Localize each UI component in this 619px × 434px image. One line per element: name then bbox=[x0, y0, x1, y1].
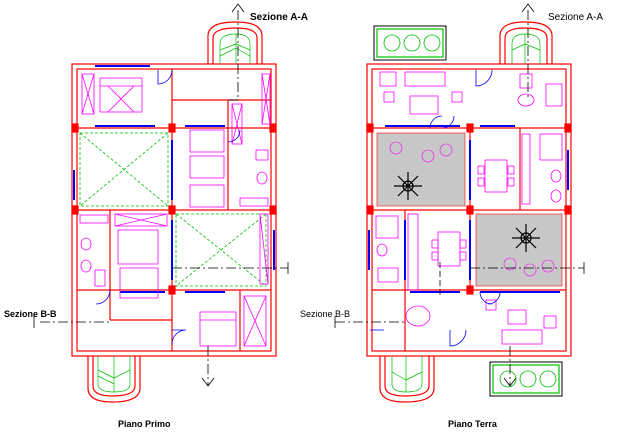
first-floor-stairs bbox=[97, 33, 251, 393]
first-floor-voids bbox=[79, 132, 267, 287]
first-floor-furniture bbox=[79, 73, 271, 347]
first-floor-doors bbox=[95, 69, 241, 345]
section-lines-first-floor bbox=[33, 3, 289, 387]
section-bb-label-right: Sezione B-B bbox=[300, 309, 350, 319]
section-bb-label-left: Sezione B-B bbox=[4, 309, 57, 319]
first-floor-walls bbox=[71, 21, 277, 403]
section-aa-label-right: Sezione A-A bbox=[548, 12, 603, 23]
garden-planters bbox=[373, 25, 563, 397]
ground-floor-furniture bbox=[375, 71, 563, 345]
ground-floor-walls bbox=[366, 21, 572, 403]
ground-floor-stairs bbox=[391, 33, 541, 393]
ground-floor-windows bbox=[368, 125, 569, 293]
courtyard-plants bbox=[389, 141, 555, 277]
ground-floor-courtyards bbox=[376, 132, 563, 287]
section-lines-ground-floor bbox=[334, 3, 585, 387]
plan-title-ground-floor: Piano Terra bbox=[448, 419, 498, 429]
first-floor-windows bbox=[73, 65, 275, 293]
section-aa-label-left: Sezione A-A bbox=[250, 12, 308, 23]
ground-floor-doors bbox=[370, 69, 501, 347]
plan-title-first-floor: Piano Primo bbox=[118, 419, 171, 429]
plan-ground-floor bbox=[366, 21, 572, 403]
tree-symbols bbox=[394, 172, 540, 252]
plan-first-floor bbox=[71, 21, 277, 403]
